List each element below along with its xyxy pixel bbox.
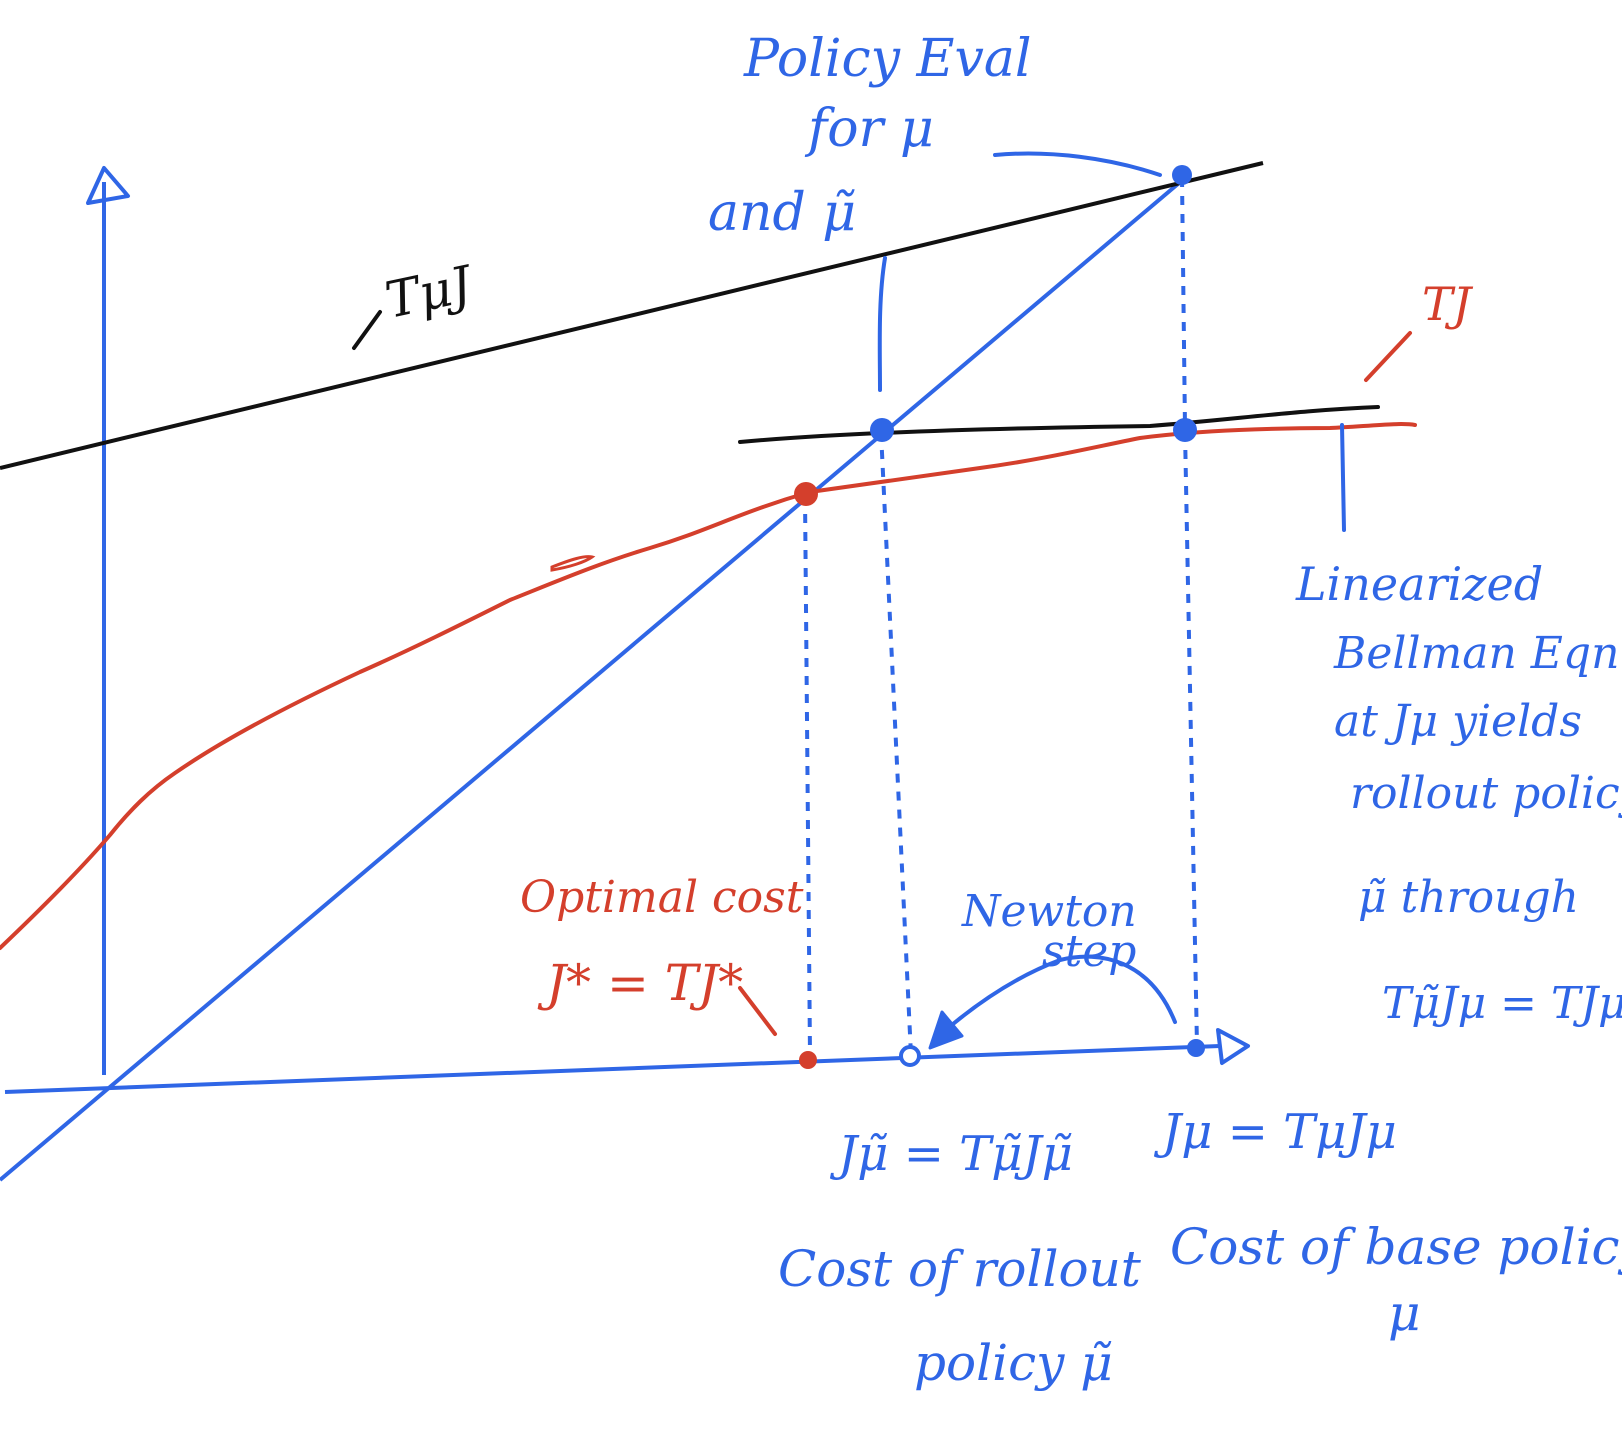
policy-eval-annotation: Policy Eval for μ and μ̃ [708, 29, 1031, 243]
policy-eval-line-3: and μ̃ [708, 183, 856, 243]
rollout-cost-line-2: policy μ̃ [914, 1334, 1113, 1392]
x-axis-arrowhead [1216, 1028, 1250, 1065]
rollout-equation: Jμ̃ = Tμ̃Jμ̃ [829, 1126, 1073, 1182]
newton-step-annotation: Newton step [961, 886, 1137, 977]
linearized-line-6: Tμ̃Jμ = TJμ [1382, 978, 1622, 1029]
dashed-projections [803, 177, 1199, 1056]
base-cost-line-1: Cost of base policy [1170, 1218, 1622, 1276]
linearized-line-5: μ̃ through [1358, 872, 1579, 923]
policy-eval-pointer-lower [877, 256, 887, 392]
t-mu-j-pointer [352, 310, 382, 350]
policy-eval-line-1: Policy Eval [743, 29, 1031, 89]
linearized-bellman-line [738, 405, 1380, 444]
point-rollout-axis [899, 1045, 921, 1067]
base-cost-annotation: Cost of base policy μ [1170, 1218, 1622, 1342]
base-cost-line-2: μ [1388, 1284, 1421, 1342]
linearized-line-2: Bellman Eqn. [1333, 628, 1622, 679]
tj-curve [0, 422, 1417, 950]
x-axis [4, 1044, 1221, 1094]
linearized-line-3: at Jμ yields [1334, 696, 1582, 747]
dash-rollout [879, 431, 913, 1056]
tj-pointer [1364, 331, 1412, 382]
linearized-line-1: Linearized [1295, 557, 1543, 611]
rollout-cost-line-1: Cost of rollout [778, 1240, 1142, 1298]
y-axis-arrowhead [86, 166, 130, 205]
rollout-cost-annotation: Cost of rollout policy μ̃ [778, 1240, 1142, 1392]
point-rollout-intersect [870, 418, 894, 442]
linearized-line-4: rollout policy [1350, 768, 1622, 819]
point-base-on-tj [1173, 418, 1197, 442]
optimal-cost-annotation: Optimal cost J* = TJ* [520, 872, 804, 1012]
newton-step-arrowhead [928, 1010, 964, 1050]
point-base-policy-eval [1172, 165, 1192, 185]
point-optimal-axis [799, 1051, 817, 1069]
linearized-annotation: Linearized Bellman Eqn. at Jμ yields rol… [1295, 557, 1622, 1029]
newton-step-arrow [938, 954, 1177, 1037]
point-optimal-intersect [794, 482, 818, 506]
dash-optimal [803, 495, 812, 1056]
point-base-axis [1187, 1039, 1205, 1057]
label-tj: TJ [1422, 277, 1474, 331]
linearized-pointer [1340, 423, 1346, 532]
base-equation: Jμ = TμJμ [1153, 1104, 1397, 1160]
axes [4, 166, 1250, 1094]
newton-line-1: Newton [961, 886, 1137, 937]
tj-curve-scribble [550, 555, 596, 572]
newton-line-2: step [1042, 926, 1136, 977]
label-t-mu-j: TμJ [380, 255, 479, 330]
optimal-cost-line-1: Optimal cost [520, 872, 804, 923]
policy-eval-line-2: for μ [804, 99, 934, 159]
identity-line [0, 176, 1187, 1182]
dash-base-upper [1180, 177, 1187, 429]
optimal-pointer [738, 986, 777, 1036]
dash-base-lower [1183, 431, 1199, 1047]
t-mu-j-line [0, 161, 1264, 470]
policy-eval-pointer-upper [993, 151, 1162, 177]
optimal-cost-line-2: J* = TJ* [537, 954, 743, 1012]
